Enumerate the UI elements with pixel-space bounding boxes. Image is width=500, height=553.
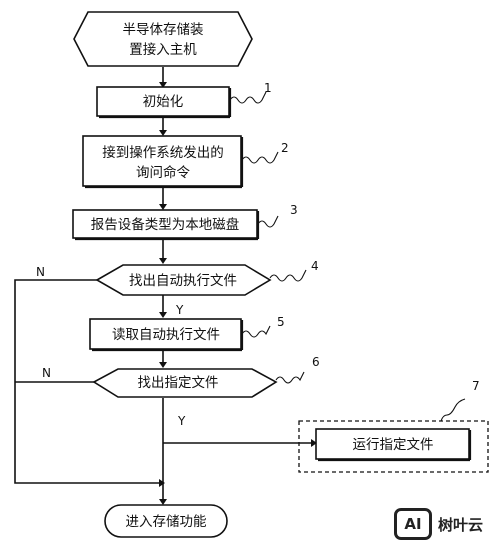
step-box [72,209,258,239]
step-label: 读取自动执行文件 [112,327,220,343]
step-receive-query: 接到操作系统发出的 询问命令 [82,135,244,189]
step-initialize: 初始化 [96,86,232,119]
watermark-logo-icon: AI [394,508,432,540]
leader-squiggle [440,398,466,422]
decision-shape [92,368,278,398]
leader-squiggle [257,215,279,228]
arrow-head [159,362,167,368]
arrow-head [159,479,165,487]
leader-squiggle [241,151,279,164]
start-node: 半导体存储装 置接入主机 [73,11,253,67]
end-terminal [104,504,228,538]
decision-label: 找出自动执行文件 [129,273,237,289]
ref-number: 4 [311,259,319,273]
leader-squiggle [269,269,307,282]
start-hexagon [73,11,253,67]
no-label: N [36,265,45,279]
ref-number: 7 [472,379,480,393]
leader-squiggle [241,325,271,338]
end-node: 进入存储功能 [104,504,228,538]
step-label: 报告设备类型为本地磁盘 [91,216,240,233]
arrow-head [159,499,167,505]
end-label: 进入存储功能 [126,514,207,530]
watermark-text: 树叶云 [438,515,484,534]
connectors [14,67,317,505]
watermark: AI 树叶云 [394,508,483,540]
yes-label: Y [175,303,184,317]
ref-number: 5 [277,315,285,329]
arrow-head [311,439,317,447]
reference-labels: 1 2 3 4 5 6 7 [229,81,480,422]
arrow-head [159,82,167,88]
step-label-line2: 询问命令 [136,164,190,181]
leader-squiggle [275,371,305,384]
step-label: 初始化 [143,93,184,110]
leader-squiggle [229,91,267,104]
decision-label: 找出指定文件 [138,375,219,391]
decision-find-autorun: 找出自动执行文件 N Y [36,264,272,317]
start-label-line2: 置接入主机 [129,41,197,58]
module-dashed-border [298,420,489,473]
step-read-autorun: 读取自动执行文件 [89,318,244,352]
ref-number: 2 [281,141,289,155]
step-box [315,428,470,460]
ref-number: 6 [312,355,320,369]
start-label-line1: 半导体存储装 [123,22,204,38]
arrow-head [159,312,167,318]
no-label: N [42,366,51,380]
step-box [96,86,230,117]
ref-number: 1 [264,81,272,95]
ref-number: 3 [290,203,298,217]
step-box [82,135,242,187]
step-label-line1: 接到操作系统发出的 [102,144,224,161]
step-label: 运行指定文件 [353,437,434,453]
step-report-device: 报告设备类型为本地磁盘 [72,209,260,241]
decision-shape [95,264,272,296]
step-box [89,318,242,350]
decision-find-specified: 找出指定文件 N Y [42,366,278,428]
step-run-specified: 运行指定文件 [298,420,489,473]
arrow-head [159,130,167,136]
arrow-head [159,204,167,210]
yes-label: Y [177,414,186,428]
arrow-head [159,258,167,264]
